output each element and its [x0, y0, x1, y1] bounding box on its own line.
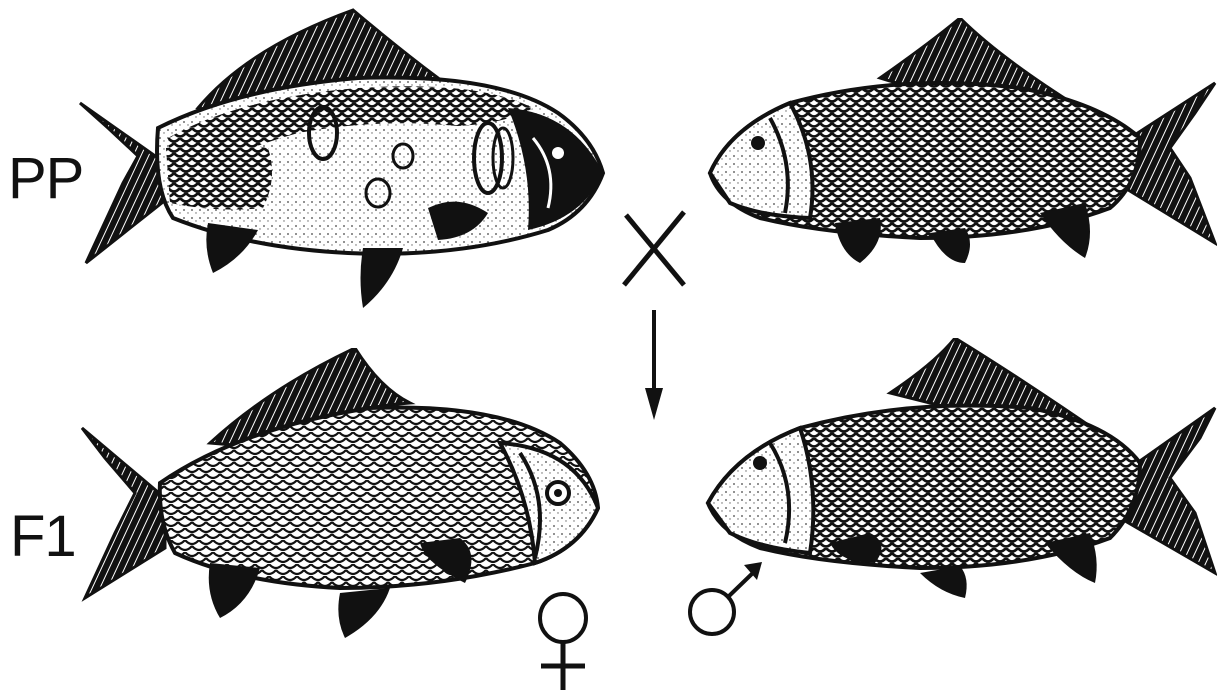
down-arrow-icon — [645, 310, 663, 420]
cross-icon — [624, 212, 684, 285]
male-symbol-icon — [690, 562, 762, 634]
female-symbol-icon — [540, 594, 586, 690]
